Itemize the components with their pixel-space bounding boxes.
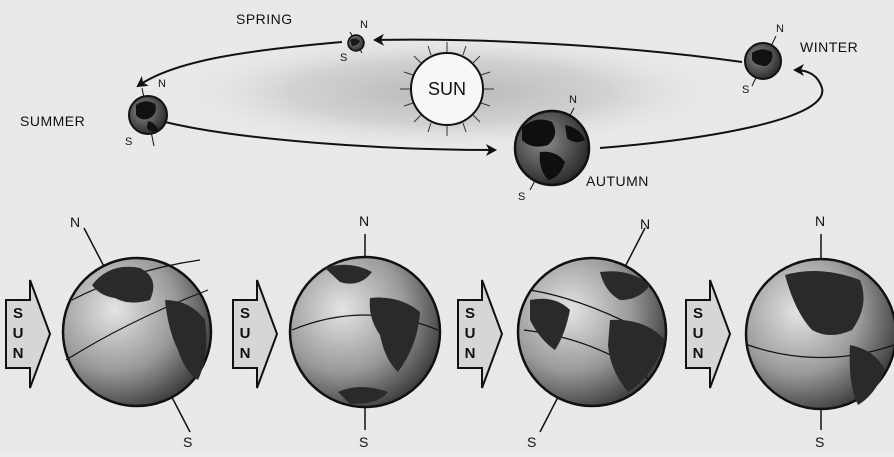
spring-north-label: N (360, 19, 368, 31)
season-label-summer: SUMMER (20, 113, 85, 129)
season-label-spring: SPRING (236, 11, 293, 27)
sun-label: SUN (428, 79, 466, 99)
earth-spring: N S SPRING (236, 11, 368, 64)
sun-arrow-4-letter-u: U (693, 325, 704, 342)
sun-arrow-2-letter-s: S (240, 305, 250, 322)
sun: SUN (400, 42, 494, 136)
earth-summer: N S SUMMER (20, 78, 168, 148)
orbit-arrow-spring-to-summer (136, 41, 343, 88)
sun-arrow-3-letter-s: S (465, 305, 475, 322)
orbit-arrow-autumn-to-winter (599, 64, 824, 149)
earth-autumn: N S AUTUMN (513, 94, 649, 203)
season-label-autumn: AUTUMN (586, 173, 649, 189)
panel-2-south-label: S (359, 434, 368, 450)
sun-arrow-1-letter-u: U (13, 325, 24, 342)
winter-south-label: S (742, 84, 749, 96)
summer-south-label: S (125, 136, 132, 148)
sun-arrow-4: S U N (685, 279, 732, 389)
summer-north-label: N (158, 78, 166, 90)
panel-3-south-label: S (527, 434, 536, 450)
sun-arrow-2-letter-u: U (240, 325, 251, 342)
panel-4-south-label: S (815, 434, 824, 450)
panel-4-north-label: N (815, 213, 825, 229)
sun-arrow-1: S U N (5, 279, 52, 389)
season-label-winter: WINTER (800, 39, 858, 55)
panel-2-north-label: N (359, 213, 369, 229)
spring-south-label: S (340, 52, 347, 64)
orbit-arrow-summer-to-autumn (164, 121, 497, 156)
sun-arrow-2: S U N (232, 279, 279, 389)
autumn-north-label: N (569, 94, 577, 106)
globe-panel-3: S U N N S (457, 216, 668, 450)
globe-panel-1: S U N N S (5, 214, 213, 450)
sun-arrow-3-letter-n: N (465, 345, 476, 362)
sun-disc (410, 52, 484, 126)
panel-3-north-label: N (640, 216, 650, 232)
sun-arrow-4-letter-s: S (693, 305, 703, 322)
globe-panel-4: S U N N S (685, 213, 894, 450)
panel-1-north-label: N (70, 214, 80, 230)
orbit-path (136, 33, 824, 156)
earth-winter: N S WINTER (742, 23, 858, 96)
sun-arrow-1-letter-n: N (13, 345, 24, 362)
sun-arrow-3-letter-u: U (465, 325, 476, 342)
sun-arrow-1-letter-s: S (13, 305, 23, 322)
autumn-south-label: S (518, 191, 525, 203)
sun-arrow-3: S U N (457, 279, 504, 389)
orbit-arrow-winter-to-spring (373, 33, 743, 63)
sun-arrow-4-letter-n: N (693, 345, 704, 362)
winter-north-label: N (776, 23, 784, 35)
sun-arrow-2-letter-n: N (240, 345, 251, 362)
panel-1-south-label: S (183, 434, 192, 450)
globe-panel-2: S U N N S (232, 213, 442, 450)
